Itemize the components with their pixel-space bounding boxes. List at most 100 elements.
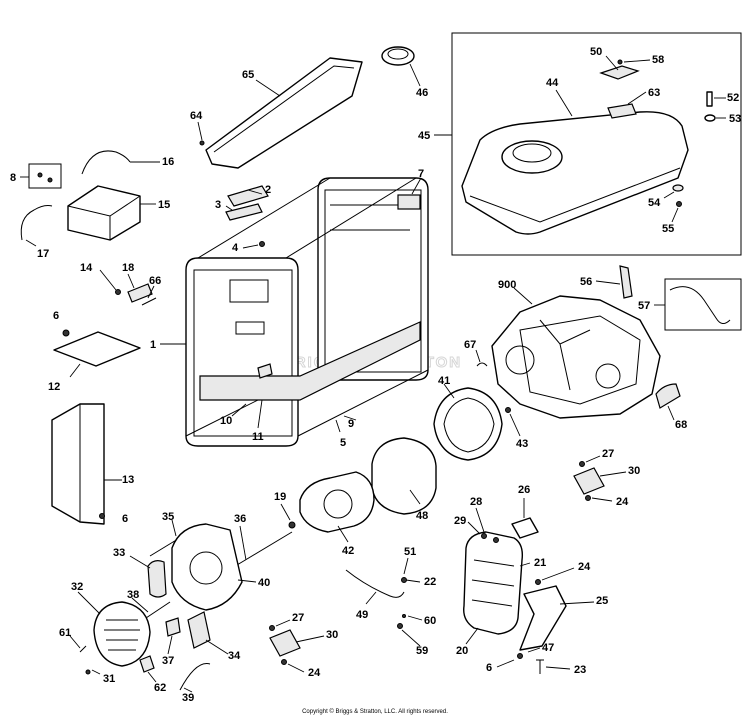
callout-54: 54 bbox=[648, 197, 661, 209]
callout-22: 22 bbox=[424, 576, 436, 588]
bracket-nut bbox=[535, 579, 541, 585]
callout-23: 23 bbox=[574, 664, 586, 676]
cover-screw-small bbox=[85, 669, 91, 675]
muffler-bracket bbox=[519, 585, 567, 651]
negative-cable bbox=[20, 205, 53, 241]
callout-5: 5 bbox=[340, 437, 346, 449]
callout-28: 28 bbox=[470, 496, 482, 508]
callout-32: 32 bbox=[71, 581, 83, 593]
callout-62: 62 bbox=[154, 682, 166, 694]
callout-3: 3 bbox=[215, 199, 221, 211]
callout-37: 37 bbox=[162, 655, 174, 667]
callout-34: 34 bbox=[228, 650, 241, 662]
callout-29: 29 bbox=[454, 515, 466, 527]
callout-6-b: 6 bbox=[122, 513, 128, 525]
callout-27-a: 27 bbox=[602, 448, 614, 460]
callout-52: 52 bbox=[727, 92, 739, 104]
callout-14: 14 bbox=[80, 262, 93, 274]
callout-21: 21 bbox=[534, 557, 546, 569]
mount-nut-left bbox=[281, 659, 287, 665]
callout-31: 31 bbox=[103, 673, 115, 685]
alternator-cover bbox=[371, 437, 437, 515]
cover-screw bbox=[199, 140, 205, 146]
tank-spacer bbox=[676, 201, 682, 207]
harness-washer bbox=[402, 614, 406, 618]
callout-25: 25 bbox=[596, 595, 608, 607]
callout-61: 61 bbox=[59, 627, 71, 639]
harness-screw-bottom bbox=[397, 623, 403, 629]
mount-nut-right bbox=[585, 495, 591, 501]
callouts: 1 2 3 4 5 6 6 6 7 8 9 10 11 12 13 14 15 … bbox=[10, 46, 741, 704]
callout-900: 900 bbox=[498, 279, 516, 291]
wire-tie bbox=[141, 297, 157, 306]
ground-wire bbox=[179, 663, 211, 691]
tank-grommet bbox=[672, 184, 684, 192]
spring bbox=[655, 383, 681, 409]
bracket-bolt bbox=[536, 659, 544, 674]
callout-15: 15 bbox=[158, 199, 170, 211]
gauge-screw bbox=[617, 59, 623, 65]
bracket-screw bbox=[115, 289, 121, 295]
wire-harness bbox=[345, 569, 405, 598]
fuel-gauge bbox=[607, 103, 637, 119]
bracket-screw-bottom bbox=[517, 653, 523, 659]
callout-16: 16 bbox=[162, 156, 174, 168]
mount-washer-right bbox=[579, 461, 585, 467]
callout-40: 40 bbox=[258, 577, 270, 589]
choke-knob bbox=[619, 265, 633, 299]
callout-36: 36 bbox=[234, 513, 246, 525]
callout-43: 43 bbox=[516, 438, 528, 450]
callout-65: 65 bbox=[242, 69, 254, 81]
through-bolt bbox=[231, 531, 293, 569]
callout-47: 47 bbox=[542, 642, 554, 654]
callout-41: 41 bbox=[438, 375, 450, 387]
tank-bolt bbox=[706, 91, 713, 107]
fuel-tank-filler-neck bbox=[501, 140, 563, 174]
mounting-plate bbox=[53, 331, 141, 367]
brush-holder bbox=[147, 560, 167, 598]
callout-27-b: 27 bbox=[292, 612, 304, 624]
callout-9: 9 bbox=[348, 418, 354, 430]
callout-6-a: 6 bbox=[53, 310, 59, 322]
rear-bearing-carrier bbox=[171, 523, 243, 611]
callout-68: 68 bbox=[675, 419, 687, 431]
plate-screw bbox=[62, 329, 70, 337]
callout-6-c: 6 bbox=[486, 662, 492, 674]
callout-50: 50 bbox=[590, 46, 602, 58]
callout-35: 35 bbox=[162, 511, 174, 523]
callout-30-b: 30 bbox=[326, 629, 338, 641]
callout-18: 18 bbox=[122, 262, 134, 274]
callout-60: 60 bbox=[424, 615, 436, 627]
tank-washer bbox=[704, 114, 716, 122]
callout-30-a: 30 bbox=[628, 465, 640, 477]
callout-38: 38 bbox=[127, 589, 139, 601]
callout-24-a: 24 bbox=[616, 496, 629, 508]
grip-retainer bbox=[225, 203, 263, 221]
callout-55: 55 bbox=[662, 223, 674, 235]
callout-19: 19 bbox=[274, 491, 286, 503]
engine bbox=[491, 295, 661, 419]
callout-42: 42 bbox=[342, 545, 354, 557]
rotor bbox=[299, 471, 375, 533]
battery-group bbox=[20, 150, 141, 241]
fuel-tank-box bbox=[451, 32, 742, 256]
callout-48: 48 bbox=[416, 510, 428, 522]
rotor-washer bbox=[288, 521, 296, 529]
callout-51: 51 bbox=[404, 546, 416, 558]
battery bbox=[67, 185, 141, 241]
harness-screw bbox=[401, 577, 407, 583]
mount-washer-left bbox=[269, 625, 275, 631]
callout-53: 53 bbox=[729, 113, 741, 125]
panel-screw bbox=[99, 513, 105, 519]
fuel-tank-group bbox=[451, 32, 742, 256]
cover-clip bbox=[79, 645, 87, 653]
control-panel-cover bbox=[205, 57, 363, 169]
callout-8: 8 bbox=[10, 172, 16, 184]
connector bbox=[139, 655, 155, 673]
callout-13: 13 bbox=[122, 474, 134, 486]
muffler-nut bbox=[481, 533, 487, 539]
callout-7: 7 bbox=[418, 168, 424, 180]
positive-cable bbox=[81, 150, 131, 175]
callout-39: 39 bbox=[182, 692, 194, 704]
end-cover bbox=[93, 601, 151, 667]
